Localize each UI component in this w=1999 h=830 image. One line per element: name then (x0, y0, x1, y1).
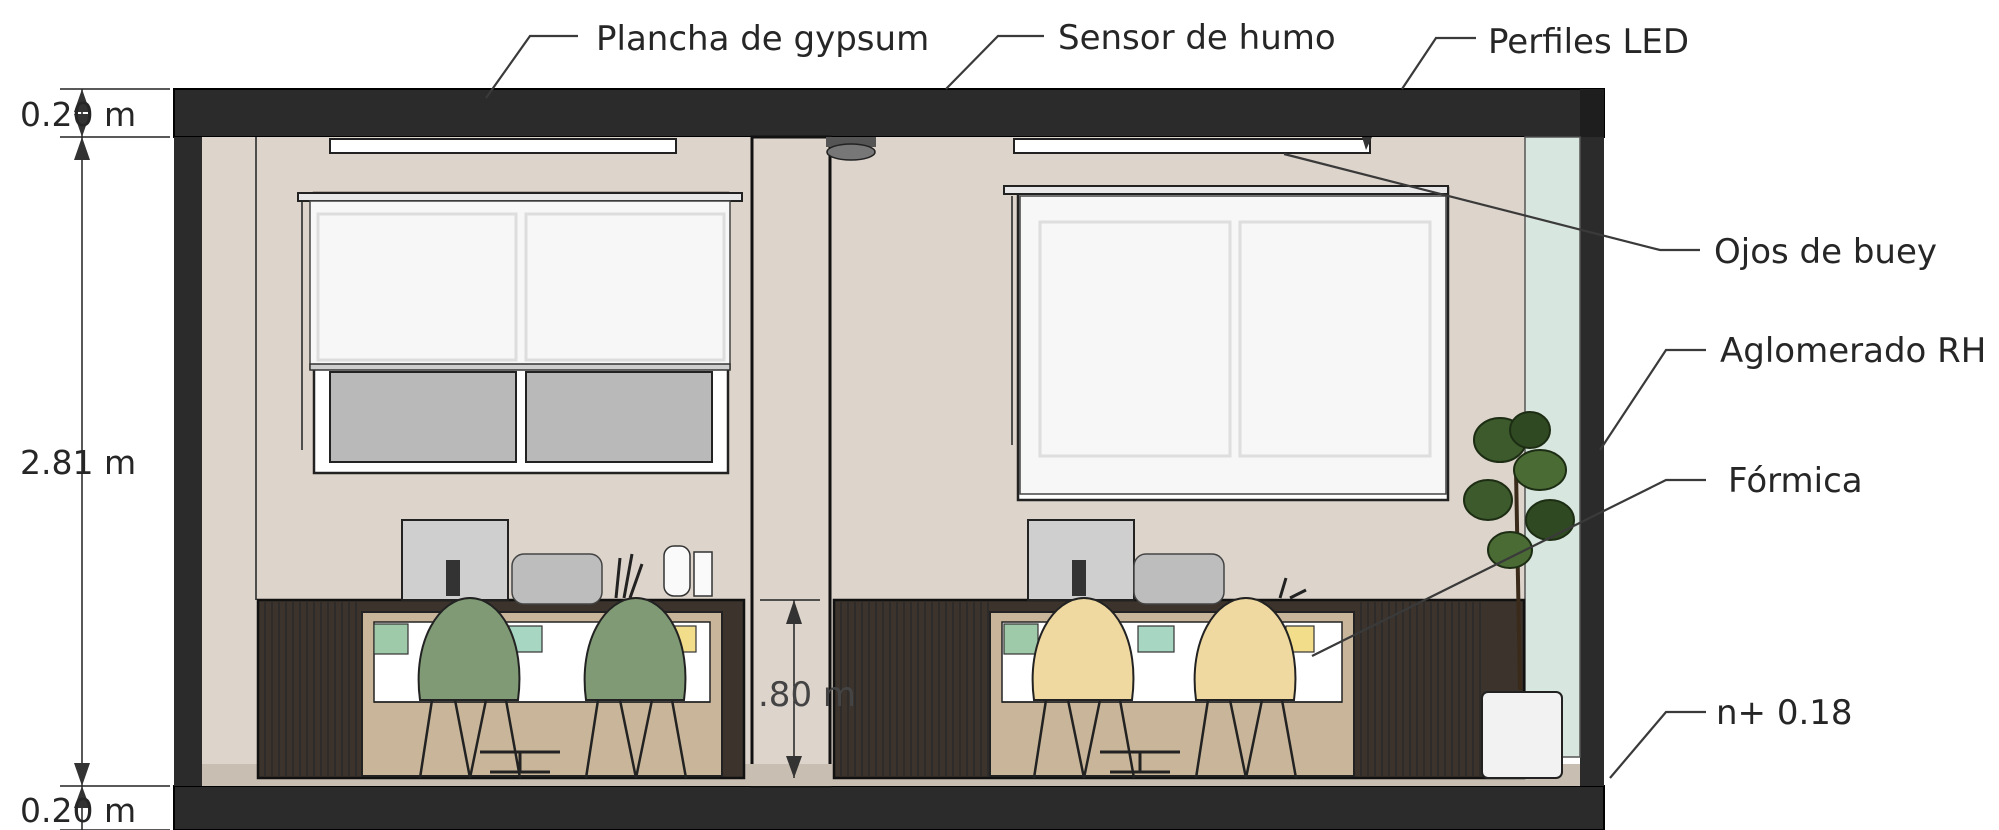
chair-icon (583, 596, 688, 779)
leader-led (1401, 36, 1476, 90)
chair-icon (417, 596, 522, 779)
leader-formica (1311, 478, 1706, 657)
left-wall (174, 137, 202, 786)
floor-slab (173, 785, 1605, 830)
dim-floor-thickness: 0.20 m (20, 791, 136, 830)
callout-formica: Fórmica (1728, 461, 1863, 501)
callout-led-profiles: Perfiles LED (1488, 22, 1689, 62)
plant-pot (1481, 691, 1563, 779)
callout-floor-level: n+ 0.18 (1716, 693, 1853, 733)
dim-room-height: 2.81 m (20, 443, 136, 482)
ceiling-slab-edge (1580, 89, 1604, 137)
leader-rh-board (1599, 348, 1706, 451)
smoke-sensor-icon (826, 137, 876, 161)
dim-desk-height: .80 m (758, 675, 856, 715)
plant-icon (1463, 411, 1575, 779)
column (750, 135, 832, 788)
callout-rh-board: Aglomerado RH (1720, 331, 1986, 371)
chair-icon (1031, 596, 1136, 779)
window-right (1003, 185, 1450, 502)
roller-blind-icon (1003, 185, 1449, 495)
callout-leaders (485, 34, 1706, 779)
office-chair-icon (1100, 750, 1180, 774)
leader-gypsum (485, 34, 578, 99)
leader-smoke (945, 34, 1044, 90)
callout-smoke-sensor: Sensor de humo (1058, 18, 1336, 58)
callout-downlights: Ojos de buey (1714, 232, 1937, 272)
leader-downlights (1283, 152, 1700, 252)
dimension-lines (60, 88, 820, 830)
leader-floor-level (1609, 710, 1706, 779)
computer-monitor-icon (401, 519, 509, 601)
plant-icon (614, 553, 644, 599)
led-profile-right (1013, 138, 1371, 154)
dim-ceiling-thickness: 0.20 m (20, 95, 136, 134)
computer-monitor-icon (1027, 519, 1135, 601)
led-profile-end-icon (1362, 137, 1372, 150)
lighting (329, 137, 1372, 161)
ceiling-slab (173, 88, 1605, 138)
callout-gypsum: Plancha de gypsum (596, 19, 929, 59)
office-chair-icon (480, 750, 560, 774)
led-profile-left (329, 138, 677, 154)
window-left (297, 191, 743, 475)
right-wall (1580, 137, 1604, 786)
chair-icon (1193, 596, 1298, 779)
roller-blind-icon (297, 192, 743, 450)
